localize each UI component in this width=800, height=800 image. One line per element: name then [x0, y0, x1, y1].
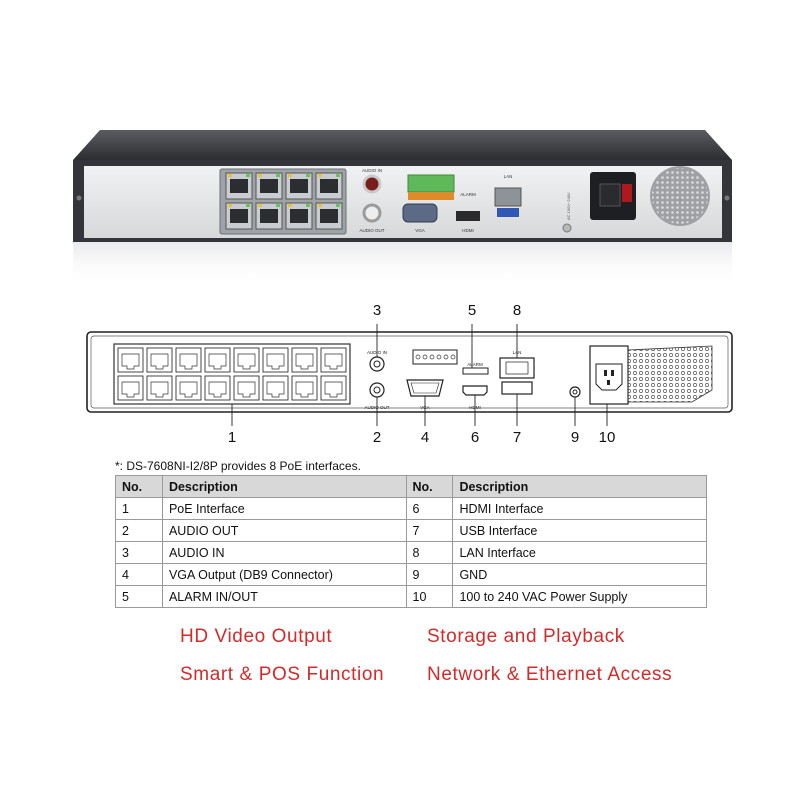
rj45-port-photo [225, 202, 253, 230]
table-cell: PoE Interface [161, 497, 407, 520]
photo-audio-in-label: AUDIO IN [362, 168, 382, 173]
table-cell: 100 to 240 VAC Power Supply [452, 585, 707, 608]
feature-network-ethernet: Network & Ethernet Access [427, 664, 673, 685]
rj45-port-diagram [233, 375, 260, 401]
rj45-port-photo [315, 202, 343, 230]
feature-storage-playback: Storage and Playback [427, 626, 625, 647]
table-cell: GND [452, 563, 707, 586]
rj45-port-diagram [175, 347, 202, 373]
photo-alarm-label: ALARM [460, 192, 476, 197]
rj45-port-photo [255, 202, 283, 230]
rear-panel-diagram: AUDIO IN AUDIO OUT ALARM VGA HDMI LAN [80, 298, 740, 450]
alarm-pin [415, 354, 421, 360]
header-no: No. [115, 475, 163, 498]
rear-panel-diagram-svg: AUDIO IN AUDIO OUT ALARM VGA HDMI LAN [86, 324, 733, 426]
callout-7: 7 [512, 429, 522, 446]
photo-lan-label: LAN [504, 174, 513, 179]
callout-3: 3 [372, 302, 382, 319]
header-description: Description [161, 475, 407, 498]
alarm-pin [429, 354, 435, 360]
callout-9: 9 [570, 429, 580, 446]
rj45-port-diagram [233, 347, 260, 373]
callout-2: 2 [372, 429, 382, 446]
rj45-port-photo [225, 172, 253, 200]
table-cell: 1 [115, 497, 163, 520]
feature-hd-video-output: HD Video Output [180, 626, 333, 647]
table-cell: 4 [115, 563, 163, 586]
table-cell: LAN Interface [452, 541, 707, 564]
rj45-port-diagram [146, 375, 173, 401]
callout-8: 8 [512, 302, 522, 319]
feature-smart-pos: Smart & POS Function [180, 664, 385, 685]
table-row: 2 AUDIO OUT 7 USB Interface [115, 519, 707, 542]
rj45-port-diagram [204, 347, 231, 373]
alarm-pin [436, 354, 442, 360]
diag-alarm-label: ALARM [467, 362, 483, 367]
table-cell: ALARM IN/OUT [161, 585, 407, 608]
table-cell: 3 [115, 541, 163, 564]
callout-10: 10 [598, 429, 616, 446]
table-cell: 10 [405, 585, 454, 608]
callout-4: 4 [420, 429, 430, 446]
alarm-pin [450, 354, 456, 360]
rj45-port-diagram [291, 347, 318, 373]
table-cell: 2 [115, 519, 163, 542]
table-cell: USB Interface [452, 519, 707, 542]
table-cell: AUDIO IN [161, 541, 407, 564]
rj45-port-diagram [320, 375, 347, 401]
rj45-port-diagram [262, 347, 289, 373]
photo-audio-out-label: AUDIO OUT [359, 228, 384, 233]
rj45-ports-photo [225, 172, 343, 230]
photo-power-rating: AC 100V~240V [566, 192, 571, 220]
table-cell: 7 [405, 519, 454, 542]
table-cell: 9 [405, 563, 454, 586]
rj45-port-diagram [262, 375, 289, 401]
rj45-port-photo [255, 172, 283, 200]
header-no: No. [405, 475, 454, 498]
alarm-pin [443, 354, 449, 360]
table-cell: 8 [405, 541, 454, 564]
callout-6: 6 [470, 429, 480, 446]
rj45-port-diagram [175, 375, 202, 401]
photo-vga-label: VGA [415, 228, 425, 233]
table-cell: VGA Output (DB9 Connector) [161, 563, 407, 586]
poe-note: *: DS-7608NI-I2/8P provides 8 PoE interf… [115, 459, 361, 473]
rj45-port-diagram [204, 375, 231, 401]
rj45-port-diagram [146, 347, 173, 373]
rj45-port-photo [285, 172, 313, 200]
table-cell: AUDIO OUT [161, 519, 407, 542]
rj45-ports-diagram [117, 347, 347, 401]
table-cell: HDMI Interface [452, 497, 707, 520]
photo-hdmi-label: HDMI [462, 228, 474, 233]
rj45-port-diagram [117, 375, 144, 401]
table-row: 5 ALARM IN/OUT 10 100 to 240 VAC Power S… [115, 585, 707, 608]
table-row: 3 AUDIO IN 8 LAN Interface [115, 541, 707, 564]
alarm-terminal-pins [415, 354, 456, 360]
rj45-port-diagram [291, 375, 318, 401]
header-description: Description [452, 475, 707, 498]
callout-1: 1 [227, 429, 237, 446]
rj45-port-photo [285, 202, 313, 230]
nvr-rear-photo: AUDIO IN AUDIO OUT VGA ALARM HDMI LAN AC… [73, 130, 732, 287]
table-row: 1 PoE Interface 6 HDMI Interface [115, 497, 707, 520]
table-row: 4 VGA Output (DB9 Connector) 9 GND [115, 563, 707, 586]
callout-5: 5 [467, 302, 477, 319]
rj45-port-diagram [320, 347, 347, 373]
interface-table: No. Description No. Description 1 PoE In… [115, 475, 707, 608]
table-cell: 5 [115, 585, 163, 608]
alarm-pin [422, 354, 428, 360]
table-cell: 6 [405, 497, 454, 520]
rj45-port-diagram [117, 347, 144, 373]
table-header-row: No. Description No. Description [115, 475, 707, 498]
rj45-port-photo [315, 172, 343, 200]
